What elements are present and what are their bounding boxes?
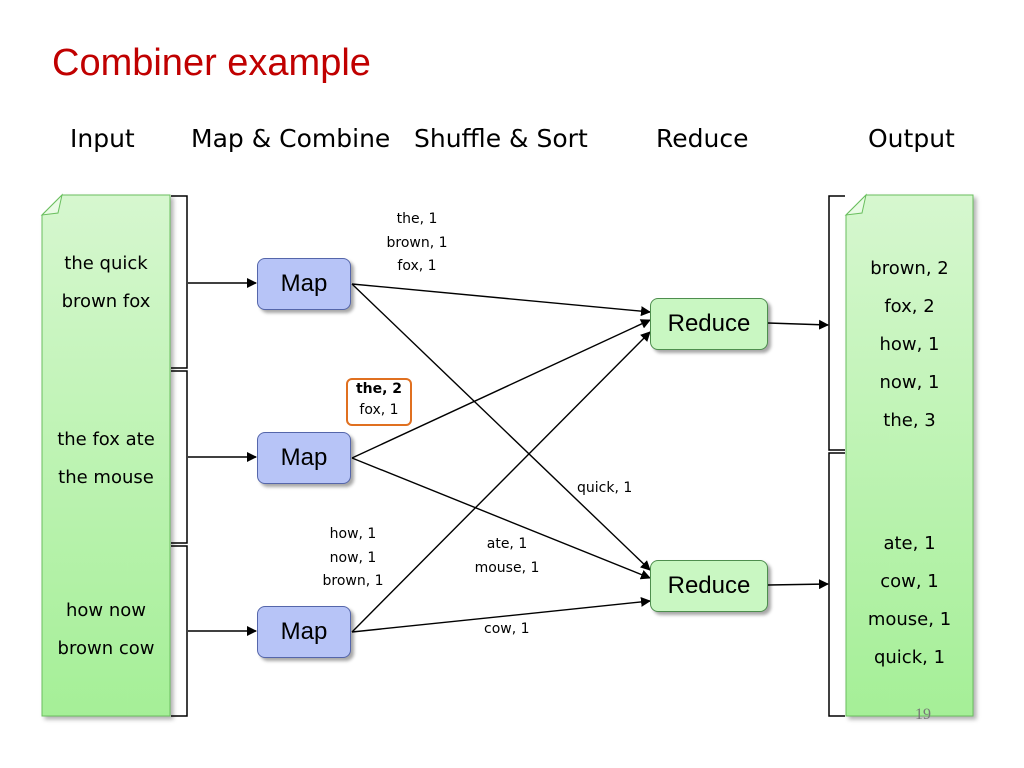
map2-pair-fox: fox, 1 <box>359 402 399 418</box>
map-box-1: Map <box>257 258 351 310</box>
input-split-3: how now brown cow <box>42 592 170 668</box>
input-split-2-line1: the fox ate <box>57 429 155 450</box>
map3-pair-now: now, 1 <box>329 549 377 566</box>
map1-output-pairs: the, 1 brown, 1 fox, 1 <box>372 208 462 279</box>
output-1-item: brown, 2 <box>870 258 949 279</box>
shuffle-label-ate-mouse: ate, 1 mouse, 1 <box>470 533 544 580</box>
output-partition-1: brown, 2 fox, 2 how, 1 now, 1 the, 3 <box>846 250 973 440</box>
output-2-item: cow, 1 <box>880 571 939 592</box>
map-box-2: Map <box>257 432 351 484</box>
column-heading-map-combine: Map & Combine <box>191 124 391 153</box>
map2-pair-the: the, 2 <box>355 381 403 397</box>
input-split-2-line2: the mouse <box>58 467 154 488</box>
input-split-3-line2: brown cow <box>57 638 155 659</box>
input-split-1-line1: the quick <box>64 253 148 274</box>
shuffle-label-quick: quick, 1 <box>577 480 633 496</box>
output-2-item: mouse, 1 <box>867 609 952 630</box>
output-1-item: the, 3 <box>883 410 936 431</box>
map3-pair-brown: brown, 1 <box>322 573 384 589</box>
reduce-box-2: Reduce <box>650 560 768 612</box>
input-split-1-line2: brown fox <box>61 291 151 312</box>
map3-pair-how: how, 1 <box>329 526 377 542</box>
column-heading-reduce: Reduce <box>656 124 749 153</box>
input-split-1: the quick brown fox <box>42 245 170 321</box>
output-arrows <box>767 319 829 590</box>
column-heading-shuffle-sort: Shuffle & Sort <box>414 124 588 153</box>
output-1-item: fox, 2 <box>884 296 935 317</box>
map1-pair-fox: fox, 1 <box>397 258 437 274</box>
map1-pair-brown: brown, 1 <box>386 234 448 251</box>
map-box-3: Map <box>257 606 351 658</box>
column-heading-input: Input <box>70 124 135 153</box>
map3-output-pairs: how, 1 now, 1 brown, 1 <box>308 523 398 594</box>
output-2-item: ate, 1 <box>883 533 936 554</box>
input-split-brackets <box>171 195 188 717</box>
map1-pair-the: the, 1 <box>396 211 438 227</box>
input-document <box>40 193 171 717</box>
combined-output-highlight <box>346 378 412 426</box>
page-number: 19 <box>915 706 931 723</box>
shuffle-label-ate: ate, 1 <box>486 536 528 552</box>
output-1-item: now, 1 <box>879 372 940 393</box>
output-2-item: quick, 1 <box>873 647 946 668</box>
input-arrows <box>188 278 257 636</box>
shuffle-label-cow: cow, 1 <box>484 621 530 637</box>
column-heading-output: Output <box>868 124 955 153</box>
input-split-3-line1: how now <box>65 600 146 621</box>
input-split-2: the fox ate the mouse <box>42 421 170 497</box>
map2-output-pairs: the, 2 fox, 1 <box>346 378 412 421</box>
output-brackets <box>828 195 845 717</box>
shuffle-label-mouse: mouse, 1 <box>474 559 540 576</box>
output-document <box>844 193 974 717</box>
output-partition-2: ate, 1 cow, 1 mouse, 1 quick, 1 <box>846 525 973 677</box>
output-1-item: how, 1 <box>879 334 940 355</box>
slide-title: Combiner example <box>52 42 371 84</box>
shuffle-arrows <box>351 283 651 633</box>
reduce-box-1: Reduce <box>650 298 768 350</box>
